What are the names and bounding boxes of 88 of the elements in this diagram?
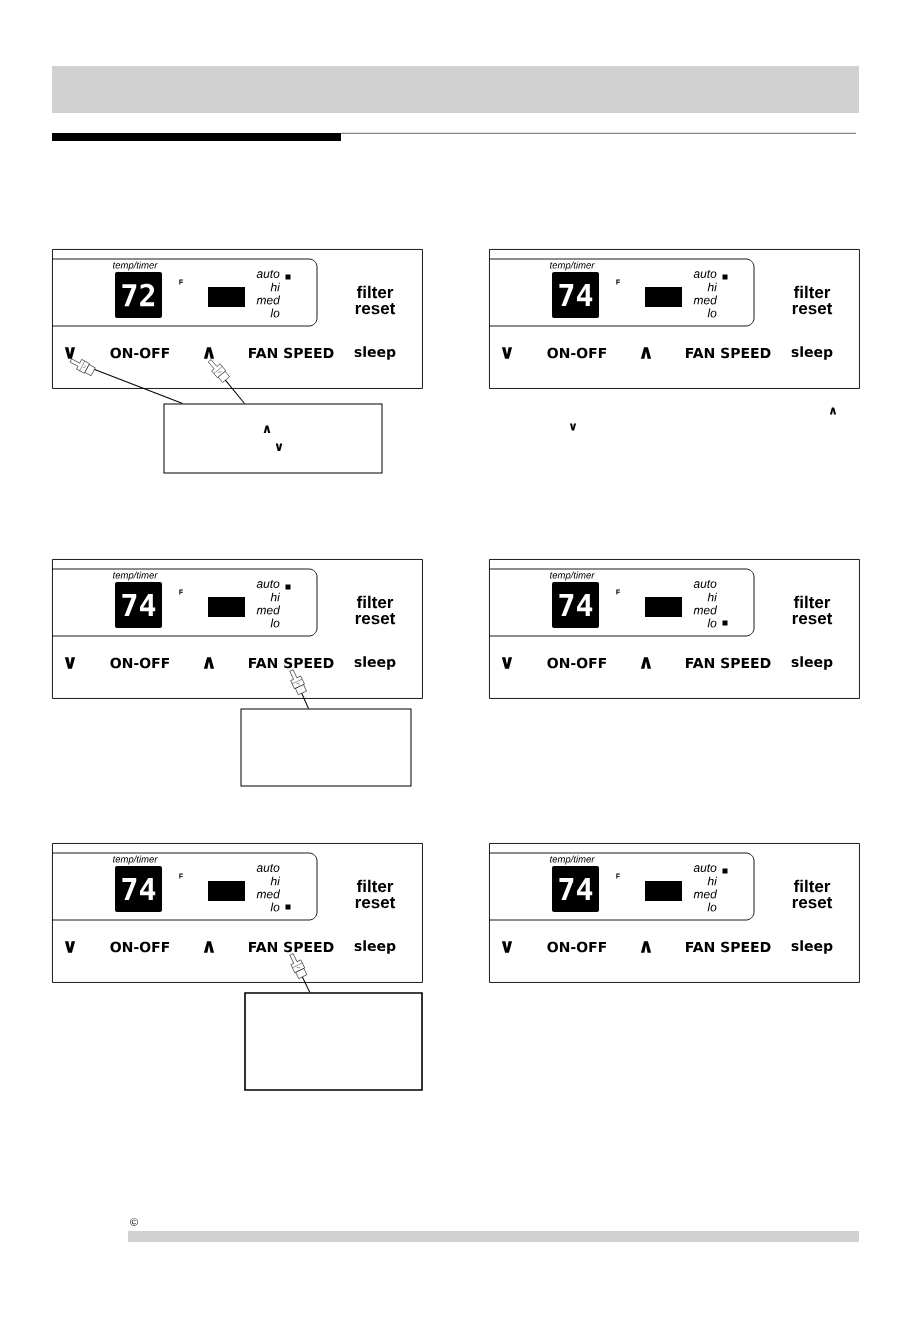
button-label: FAN SPEED	[249, 657, 334, 669]
button-label: sleep	[354, 346, 396, 360]
button-label: ∨	[64, 657, 76, 669]
callout-box	[240, 708, 412, 787]
node-label: hi	[707, 592, 718, 602]
button-label: ∧	[203, 347, 215, 359]
button-label: ON-OFF	[547, 657, 607, 669]
node-label: med	[256, 889, 281, 899]
node-label: med	[693, 605, 718, 615]
button-label: ON-OFF	[547, 347, 607, 359]
button-label: FAN SPEED	[686, 657, 771, 669]
digit-display: 74	[552, 866, 599, 912]
button-label: filter reset	[355, 595, 396, 625]
node-label: temp/timer	[550, 855, 595, 865]
button-label: filter reset	[355, 879, 396, 909]
node-label: hi	[707, 876, 718, 886]
node-label: lo	[707, 618, 717, 628]
button-label: ∧	[640, 657, 652, 669]
symbol-label: ∨	[569, 423, 577, 431]
button-label: FAN SPEED	[686, 941, 771, 953]
callout-box	[244, 992, 423, 1091]
button-label: sleep	[791, 346, 833, 360]
button-label: ∨	[64, 941, 76, 953]
node-label: auto	[693, 270, 717, 278]
button-label: filter reset	[792, 595, 833, 625]
control-panel	[52, 559, 423, 699]
node-label: med	[256, 295, 281, 305]
control-panel	[52, 843, 423, 983]
digit-display: 72	[115, 272, 162, 318]
leader-line	[69, 358, 184, 404]
button-label: sleep	[791, 940, 833, 954]
button-label: FAN SPEED	[249, 347, 334, 359]
button-label: FAN SPEED	[686, 347, 771, 359]
node-label: temp/timer	[113, 261, 158, 271]
node-label: lo	[707, 308, 717, 318]
symbol-label: ∧	[829, 407, 837, 415]
button-label: FAN SPEED	[249, 941, 334, 953]
control-panel	[489, 249, 860, 389]
node-label: auto	[256, 864, 280, 872]
node-label: auto	[693, 864, 717, 872]
button-label: filter reset	[792, 285, 833, 315]
button-label: sleep	[791, 656, 833, 670]
node-label: auto	[256, 580, 280, 588]
button-label: ∧	[640, 347, 652, 359]
button-label: ∧	[203, 941, 215, 953]
control-panel	[489, 843, 860, 983]
button-label: ∨	[501, 657, 513, 669]
button-label: ON-OFF	[110, 347, 170, 359]
symbol-label: ©	[130, 1218, 138, 1226]
control-panel	[489, 559, 860, 699]
digit-display: 74	[552, 582, 599, 628]
button-label: sleep	[354, 656, 396, 670]
button-label: ON-OFF	[110, 941, 170, 953]
node-label: med	[693, 889, 718, 899]
leader-line	[289, 953, 311, 993]
digit-display: 74	[115, 582, 162, 628]
node-label: lo	[707, 902, 717, 912]
button-label: ∧	[640, 941, 652, 953]
node-label: auto	[256, 270, 280, 278]
button-label: ∨	[501, 941, 513, 953]
control-panel	[52, 249, 423, 389]
button-label: ON-OFF	[547, 941, 607, 953]
node-label: med	[256, 605, 281, 615]
node-label: auto	[693, 580, 717, 588]
node-label: lo	[270, 902, 280, 912]
node-label: hi	[707, 282, 718, 292]
node-label: temp/timer	[113, 855, 158, 865]
leader-line	[207, 359, 245, 404]
node-label: hi	[270, 282, 281, 292]
callout-box: ∧ ∨	[163, 403, 383, 474]
button-label: sleep	[354, 940, 396, 954]
digit-display: 74	[552, 272, 599, 318]
button-label: ∧	[203, 657, 215, 669]
node-label: lo	[270, 308, 280, 318]
button-label: ON-OFF	[110, 657, 170, 669]
button-label: filter reset	[792, 879, 833, 909]
button-label: ∨	[501, 347, 513, 359]
node-label: hi	[270, 876, 281, 886]
node-label: med	[693, 295, 718, 305]
digit-display: 74	[115, 866, 162, 912]
node-label: lo	[270, 618, 280, 628]
node-label: temp/timer	[550, 261, 595, 271]
button-label: filter reset	[355, 285, 396, 315]
node-label: temp/timer	[550, 571, 595, 581]
node-label: hi	[270, 592, 281, 602]
leader-line	[289, 669, 309, 709]
node-label: temp/timer	[113, 571, 158, 581]
button-label: ∨	[64, 347, 76, 359]
